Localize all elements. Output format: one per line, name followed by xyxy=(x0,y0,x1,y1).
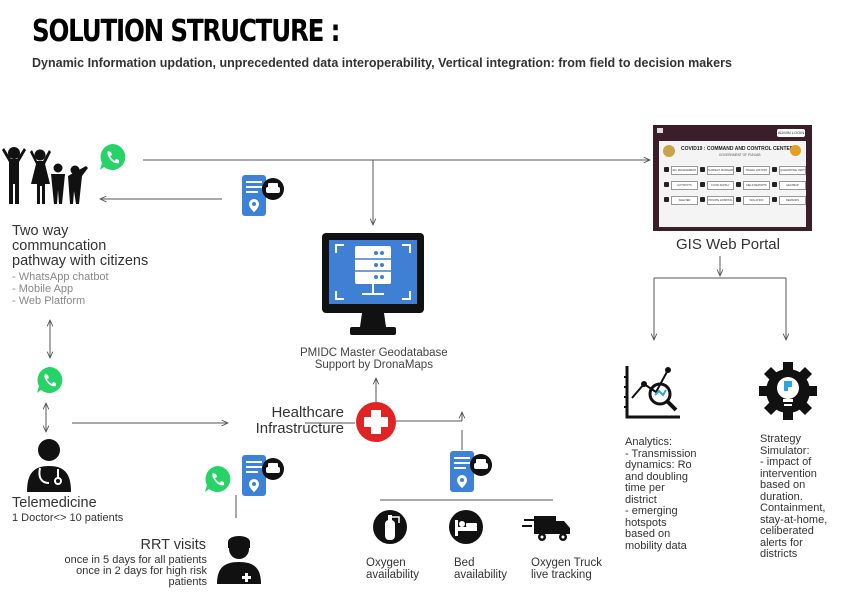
portal-tile-icon xyxy=(700,197,705,202)
portal-tile-icon xyxy=(664,197,669,202)
portal-tiles: IEC MANAGEMENT SUSPECT MANAGEMENT TRAVEL H… xyxy=(662,163,806,225)
hospital-bed-icon xyxy=(449,510,483,544)
database-monitor-icon xyxy=(322,233,424,335)
mobile-app-icon xyxy=(450,451,492,492)
portal-tile[interactable]: DEMANDS xyxy=(779,196,806,205)
government-emblem-icon xyxy=(663,145,675,157)
telemedicine-title: Telemedicine xyxy=(12,495,97,511)
portal-tile[interactable]: HEATMAP xyxy=(779,181,806,190)
mobile-app-icon xyxy=(242,455,284,496)
analytics-magnifier-icon xyxy=(624,366,680,419)
rrt-detail: once in 5 days for all patients once in … xyxy=(64,554,207,588)
citizens-title: Two way communcation pathway with citize… xyxy=(12,223,149,269)
portal-screen-title: COVID19 : COMMAND AND CONTROL CENTER xyxy=(681,146,794,152)
portal-tile-icon xyxy=(772,182,777,187)
page-title: SOLUTION STRUCTURE : xyxy=(32,14,340,49)
medical-cross-icon xyxy=(356,402,396,442)
portal-tile[interactable]: SUSPECT MANAGEMENT xyxy=(707,166,734,175)
strategy-gear-icon xyxy=(759,362,817,420)
portal-tile-icon xyxy=(772,167,777,172)
portal-tile-icon xyxy=(736,167,741,172)
rrt-title: RRT visits xyxy=(140,537,206,553)
portal-tile[interactable]: FIELD REPORTS xyxy=(743,181,770,190)
portal-tile-icon xyxy=(700,182,705,187)
oxygen-cylinder-icon xyxy=(373,510,407,544)
portal-screen-subtitle: GOVERNMENT OF PUNJAB xyxy=(719,153,761,157)
nurse-icon xyxy=(217,536,261,584)
telemedicine-detail: 1 Doctor<> 10 patients xyxy=(12,512,124,524)
portal-tile-icon xyxy=(664,182,669,187)
portal-tile-icon xyxy=(736,182,741,187)
whatsapp-icon xyxy=(100,144,126,170)
analytics-text: Analytics: - Transmission dynamics: Ro a… xyxy=(625,436,697,552)
portal-tile[interactable]: HOTSPOTS xyxy=(671,181,698,190)
people-family-icon xyxy=(2,147,88,204)
channel-whatsapp: - WhatsApp chatbot xyxy=(12,271,109,283)
covid-logo-icon xyxy=(790,145,801,156)
strategy-text: Strategy Simulator: - impact of interven… xyxy=(760,433,828,560)
portal-tile-icon xyxy=(772,197,777,202)
portal-tile-icon xyxy=(664,167,669,172)
channel-mobile-app: - Mobile App xyxy=(12,283,74,295)
portal-tile[interactable]: QUARANTINE CENTER xyxy=(779,166,806,175)
channel-web-platform: - Web Platform xyxy=(12,295,86,307)
whatsapp-icon xyxy=(37,367,63,393)
admin-login-button[interactable]: ADMIN LOGIN xyxy=(777,129,805,137)
whatsapp-icon xyxy=(205,466,231,492)
gis-portal-screenshot[interactable]: ADMIN LOGIN COVID19 : COMMAND AND CONTRO… xyxy=(653,125,812,231)
portal-tile[interactable]: ISOLATION xyxy=(743,196,770,205)
home-icon[interactable] xyxy=(657,128,663,133)
portal-tile[interactable]: PRIVATE HOSPITAL xyxy=(707,196,734,205)
doctor-icon xyxy=(27,439,71,492)
portal-tile-icon xyxy=(700,167,705,172)
gis-portal-label: GIS Web Portal xyxy=(676,236,780,253)
portal-tile[interactable]: IEC MANAGEMENT xyxy=(671,166,698,175)
healthcare-label: Healthcare Infrastructure xyxy=(255,404,344,437)
page-subtitle: Dynamic Information updation, unpreceden… xyxy=(32,56,732,70)
portal-tile[interactable]: TRAVEL HISTORY xyxy=(743,166,770,175)
portal-tile[interactable]: SHELTER xyxy=(671,196,698,205)
oxygen-availability-label: Oxygen availability xyxy=(366,557,420,581)
truck-icon xyxy=(522,516,570,541)
bed-availability-label: Bed availability xyxy=(454,557,508,581)
oxygen-truck-label: Oxygen Truck live tracking xyxy=(531,557,602,581)
database-label: PMIDC Master Geodatabase Support by Dron… xyxy=(300,347,448,371)
mobile-app-icon xyxy=(242,175,284,216)
portal-tile-icon xyxy=(736,197,741,202)
portal-tile[interactable]: FOOD SUPPLY xyxy=(707,181,734,190)
